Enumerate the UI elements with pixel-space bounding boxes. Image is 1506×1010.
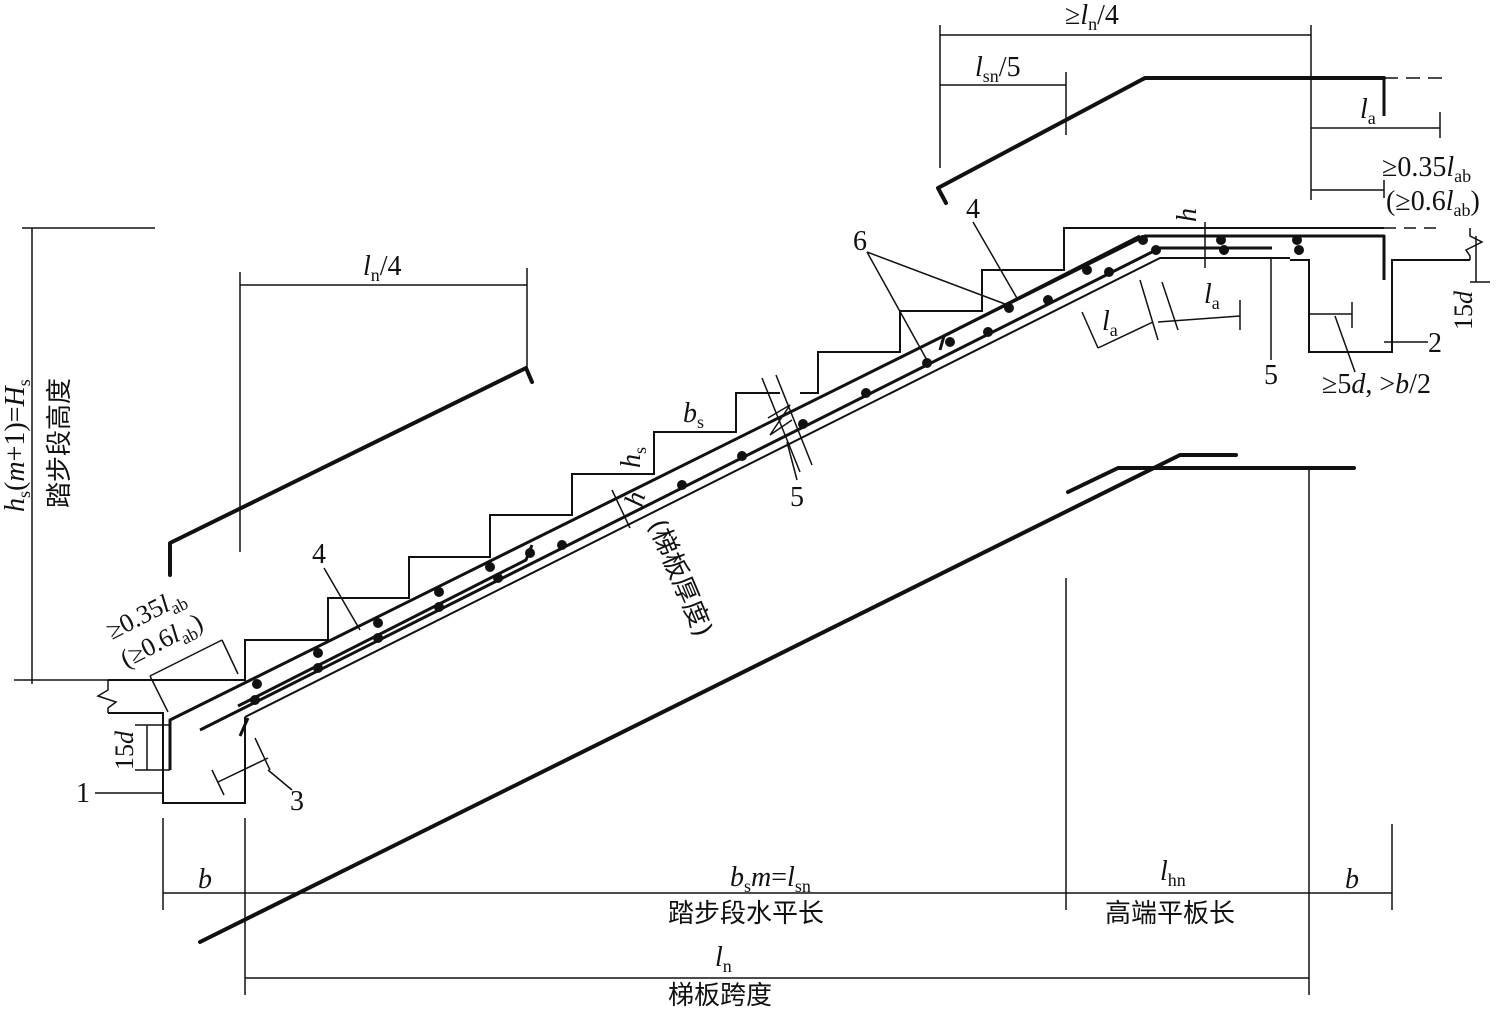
label-h-top: h <box>1172 208 1203 222</box>
callout-leaders <box>95 221 1428 794</box>
label-la-top: la <box>1360 94 1376 128</box>
label-bs: bs <box>683 398 704 432</box>
label-bsm: bsm=lsn <box>730 862 811 896</box>
label-anchor-top-1: ≥0.35lab <box>1382 152 1471 186</box>
left-break-line <box>96 680 118 713</box>
label-hs: hs <box>616 447 650 468</box>
label-lhn: lhn <box>1160 856 1186 890</box>
label-lsn-fifth: lsn/5 <box>975 52 1021 86</box>
label-high-end-cn: 高端平板长 <box>1105 899 1235 929</box>
dim-lsn-fifth <box>940 72 1067 135</box>
dim-anchor-left <box>149 639 239 713</box>
middle-break-symbol <box>761 374 813 473</box>
dim-15d-right <box>1470 236 1490 283</box>
label-b-left: b <box>198 864 212 895</box>
dim-step-height <box>14 227 155 684</box>
bottom-bar-lap <box>1066 466 1356 494</box>
dim-item3 <box>211 737 271 796</box>
slab-soffit <box>244 257 1290 718</box>
callout-3: 3 <box>290 786 304 817</box>
slab-top-bar <box>168 234 1386 770</box>
dim-bottom-chain <box>162 470 1393 995</box>
dim-ln-quarter-top <box>939 25 1312 200</box>
label-ln-quarter-left: ln/4 <box>363 251 402 285</box>
callout-5-mid: 5 <box>790 482 804 513</box>
callout-1: 1 <box>76 778 90 809</box>
stair-step-profile <box>108 227 1384 681</box>
dim-la-top <box>1311 112 1441 138</box>
callout-6: 6 <box>853 226 867 257</box>
distribution-bar-right <box>938 234 1141 351</box>
label-15d-right: 15d <box>1449 290 1478 330</box>
callout-4-left: 4 <box>312 539 326 570</box>
dim-5d <box>1309 302 1356 373</box>
label-step-horizontal-cn: 踏步段水平长 <box>668 899 824 929</box>
top-bar-left <box>168 366 534 577</box>
label-la-lap-1: la <box>1102 306 1118 340</box>
left-support-beam <box>108 712 246 804</box>
dim-h-slab <box>611 489 631 529</box>
label-slab-thickness-cn: (梯板厚度) <box>642 515 718 641</box>
bottom-bar-long <box>198 453 1238 944</box>
label-h-slab: h <box>619 488 653 510</box>
dim-lap-la <box>1081 279 1241 349</box>
label-span-cn: 梯板跨度 <box>668 981 772 1010</box>
right-support-beam <box>1290 259 1470 353</box>
left-bar-hook <box>238 717 250 737</box>
label-step-height-cn: 踏步段高度 <box>45 378 75 508</box>
callout-5-right: 5 <box>1264 360 1278 391</box>
label-b-right: b <box>1345 864 1359 895</box>
label-15d-left: 15d <box>110 730 139 770</box>
label-anchor-top-2: (≥0.6lab) <box>1386 186 1480 220</box>
label-min-5d: ≥5d, >b/2 <box>1322 369 1431 400</box>
right-break-line <box>1464 228 1484 260</box>
label-step-height-total: hs(m+1)=Hs <box>0 379 34 512</box>
callout-2: 2 <box>1428 328 1442 359</box>
dim-15d-left <box>135 724 170 771</box>
label-ln: ln <box>715 942 732 976</box>
dim-anchor-top <box>1311 180 1385 198</box>
label-ln-quarter-top: ≥ln/4 <box>1065 0 1119 34</box>
label-la-lap-2: la <box>1204 279 1220 313</box>
top-bar-right <box>936 76 1386 205</box>
dim-ln-quarter-left <box>239 268 528 552</box>
callout-4-right: 4 <box>966 194 980 225</box>
distribution-dots <box>250 235 1304 705</box>
